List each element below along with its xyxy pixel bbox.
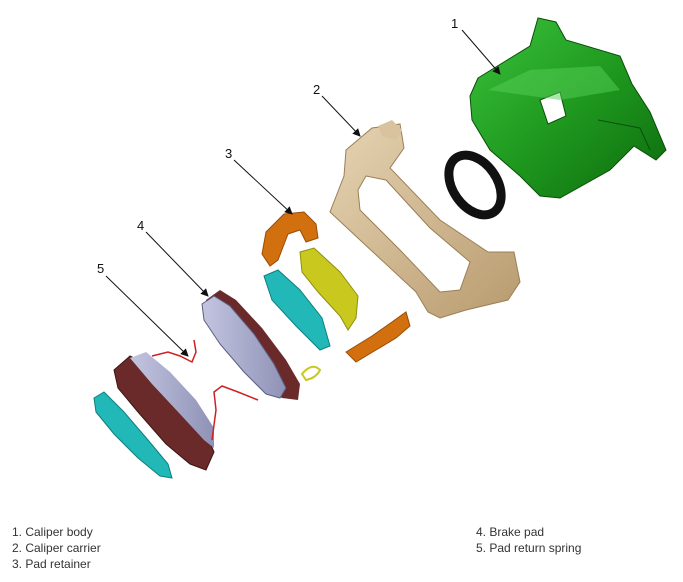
callout-2: 2 bbox=[313, 82, 320, 97]
seal-ring bbox=[444, 150, 506, 220]
legend-item: 1. Caliper body bbox=[12, 525, 93, 539]
legend-item: 4. Brake pad bbox=[476, 525, 545, 539]
brake-pad-outer bbox=[113, 352, 215, 471]
leader-3 bbox=[233, 159, 293, 215]
brake-pad-inner bbox=[201, 290, 300, 400]
callout-1: 1 bbox=[451, 16, 458, 31]
legend-item: 3. Pad retainer bbox=[12, 557, 91, 571]
outer-shim bbox=[93, 391, 173, 479]
leader-5 bbox=[105, 275, 189, 357]
pad-return-spring bbox=[151, 339, 259, 441]
legend-right: 4. Brake pad 5. Pad return spring bbox=[476, 524, 581, 556]
inner-shim bbox=[263, 269, 331, 351]
leader-4 bbox=[145, 231, 209, 297]
callout-4: 4 bbox=[137, 218, 144, 233]
leader-2 bbox=[321, 95, 361, 137]
pad-retainer-upper bbox=[261, 211, 319, 267]
callout-5: 5 bbox=[97, 261, 104, 276]
callout-3: 3 bbox=[225, 146, 232, 161]
pad-clip bbox=[299, 247, 359, 382]
caliper-carrier bbox=[329, 120, 521, 319]
legend-item: 5. Pad return spring bbox=[476, 541, 582, 555]
legend-left: 1. Caliper body 2. Caliper carrier 3. Pa… bbox=[12, 524, 101, 572]
brake-caliper-exploded-diagram: 1 2 3 4 5 bbox=[93, 16, 667, 479]
caliper-body bbox=[469, 17, 667, 199]
legend-item: 2. Caliper carrier bbox=[12, 541, 101, 555]
leader-1 bbox=[461, 29, 501, 75]
pad-retainer-lower bbox=[345, 311, 411, 363]
